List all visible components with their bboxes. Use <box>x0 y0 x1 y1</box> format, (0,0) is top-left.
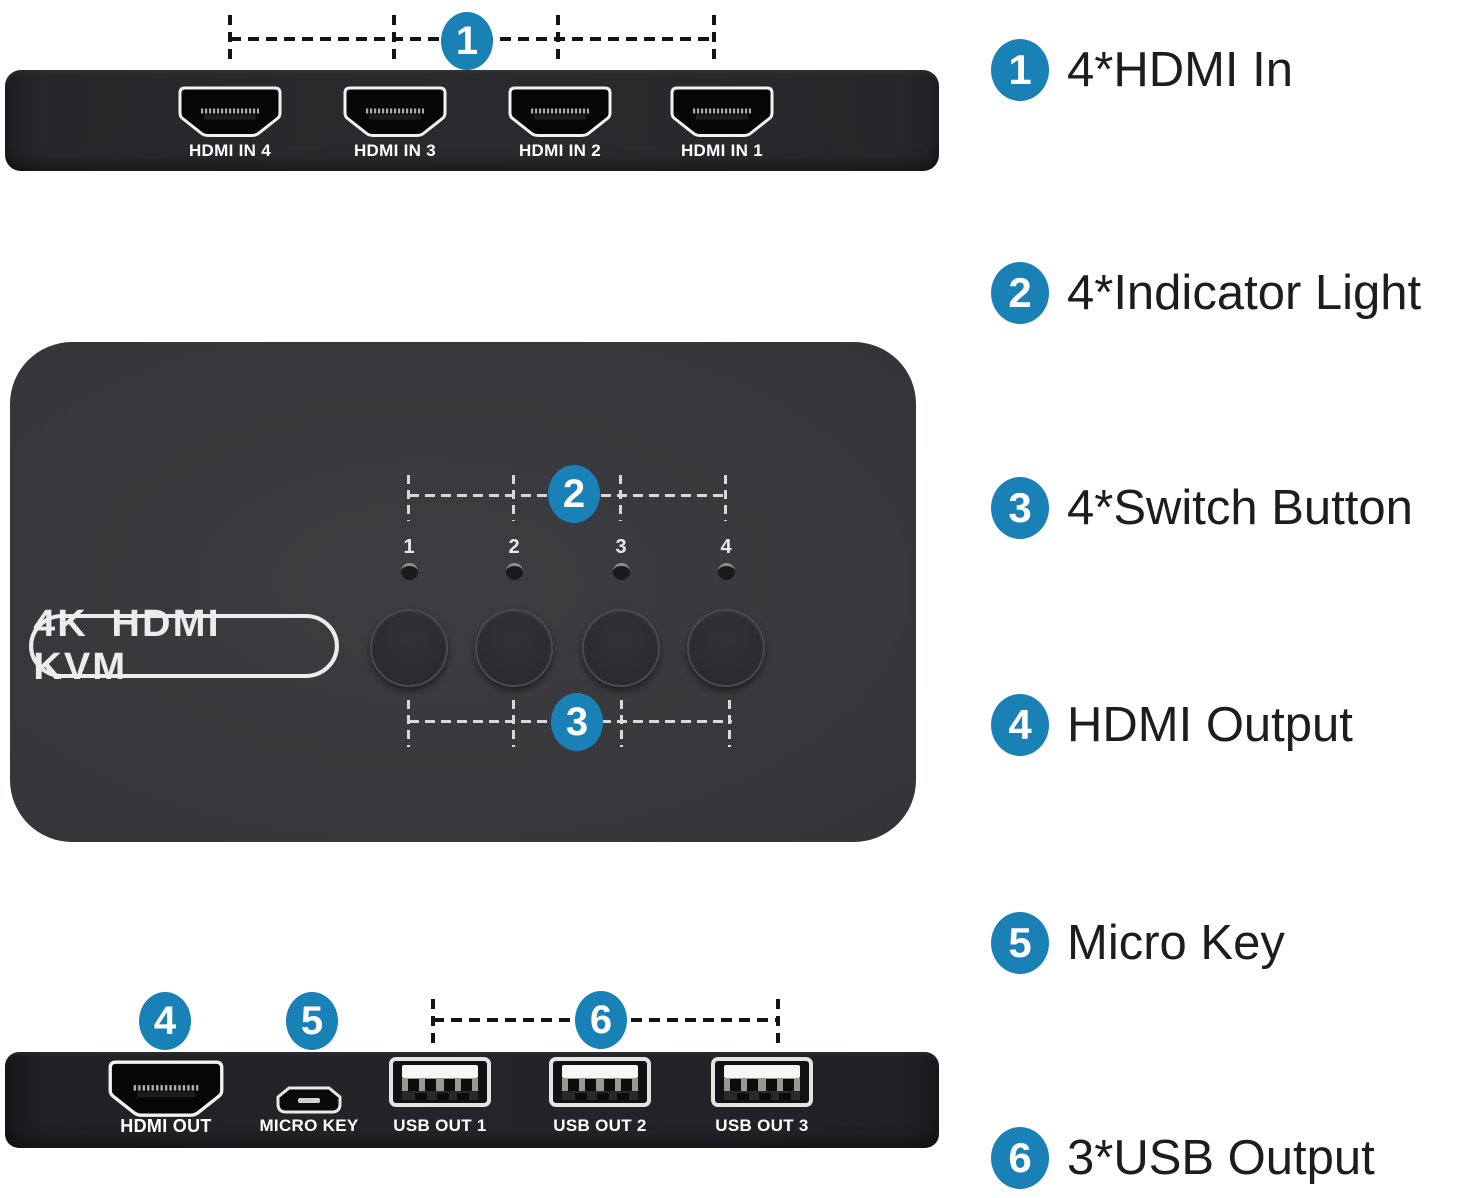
legend-item-switch-button: 3 4*Switch Button <box>991 477 1413 539</box>
hdmi-in-2-port-icon <box>508 86 612 138</box>
switch-button-3 <box>582 609 660 687</box>
indicator-number-1: 1 <box>403 536 415 558</box>
measure-tick <box>512 475 515 521</box>
back-panel <box>5 70 939 171</box>
micro-usb-port-icon <box>276 1086 342 1114</box>
measure-tick <box>712 15 716 64</box>
legend-badge-2: 2 <box>991 262 1049 324</box>
legend-badge-6: 6 <box>991 1127 1049 1189</box>
indicator-led-2-icon <box>506 563 523 580</box>
legend-badge-3: 3 <box>991 477 1049 539</box>
hdmi-out-label: HDMI OUT <box>120 1116 212 1136</box>
legend-badge-5: 5 <box>991 912 1049 974</box>
legend-label-5: Micro Key <box>1067 916 1285 970</box>
usb-out-2-port-icon <box>549 1057 651 1107</box>
indicator-number-4: 4 <box>720 536 732 558</box>
callout-6-badge: 6 <box>575 991 627 1049</box>
measure-tick <box>619 475 622 521</box>
switch-button-4 <box>687 609 765 687</box>
legend-item-hdmi-output: 4 HDMI Output <box>991 694 1353 756</box>
measure-tick <box>228 15 232 64</box>
usb-out-3-label: USB OUT 3 <box>715 1116 809 1135</box>
device-top-view <box>10 342 916 842</box>
measure-tick <box>620 700 623 747</box>
legend-label-2: 4*Indicator Light <box>1067 266 1422 320</box>
legend-label-4: HDMI Output <box>1067 698 1353 752</box>
measure-tick <box>728 700 731 747</box>
callout-2-badge: 2 <box>548 465 600 523</box>
hdmi-in-1-port-icon <box>670 86 774 138</box>
hdmi-in-3-port-icon <box>343 86 447 138</box>
legend-label-6: 3*USB Output <box>1067 1131 1375 1185</box>
hdmi-out-port-icon <box>104 1060 228 1118</box>
legend-item-usb-output: 6 3*USB Output <box>991 1127 1375 1189</box>
legend-badge-4: 4 <box>991 694 1049 756</box>
indicator-number-3: 3 <box>615 536 627 558</box>
hdmi-in-4-port-icon <box>178 86 282 138</box>
indicator-led-1-icon <box>401 563 418 580</box>
legend-item-hdmi-in: 1 4*HDMI In <box>991 39 1293 101</box>
callout-5-badge: 5 <box>286 992 338 1050</box>
hdmi-in-1-label: HDMI IN 1 <box>680 141 764 160</box>
legend-label-3: 4*Switch Button <box>1067 481 1413 535</box>
measure-tick <box>431 999 435 1048</box>
measure-tick <box>724 475 727 521</box>
measure-tick <box>512 700 515 747</box>
usb-out-1-label: USB OUT 1 <box>393 1116 487 1135</box>
switch-button-1 <box>370 609 448 687</box>
usb-out-1-port-icon <box>389 1057 491 1107</box>
indicator-led-3-icon <box>613 563 630 580</box>
measure-tick <box>392 15 396 64</box>
legend-label-1: 4*HDMI In <box>1067 43 1294 97</box>
legend-item-micro-key: 5 Micro Key <box>991 912 1285 974</box>
hdmi-in-2-label: HDMI IN 2 <box>518 141 602 160</box>
indicator-number-2: 2 <box>508 536 520 558</box>
switch-button-2 <box>475 609 553 687</box>
callout-3-badge: 3 <box>551 693 603 751</box>
measure-tick <box>556 15 560 64</box>
logo-badge: 4K HDMI KVM <box>29 603 339 688</box>
usb-out-2-label: USB OUT 2 <box>553 1116 647 1135</box>
hdmi-in-4-label: HDMI IN 4 <box>188 141 272 160</box>
legend-badge-1: 1 <box>991 39 1049 101</box>
callout-1-badge: 1 <box>441 12 493 70</box>
measure-tick <box>776 999 780 1048</box>
callout-4-badge: 4 <box>139 992 191 1050</box>
measure-tick <box>407 475 410 521</box>
hdmi-in-3-label: HDMI IN 3 <box>353 141 437 160</box>
measure-tick <box>407 700 410 747</box>
legend-item-indicator-light: 2 4*Indicator Light <box>991 262 1421 324</box>
micro-key-label: MICRO KEY <box>259 1116 359 1135</box>
usb-out-3-port-icon <box>711 1057 813 1107</box>
indicator-led-4-icon <box>718 563 735 580</box>
